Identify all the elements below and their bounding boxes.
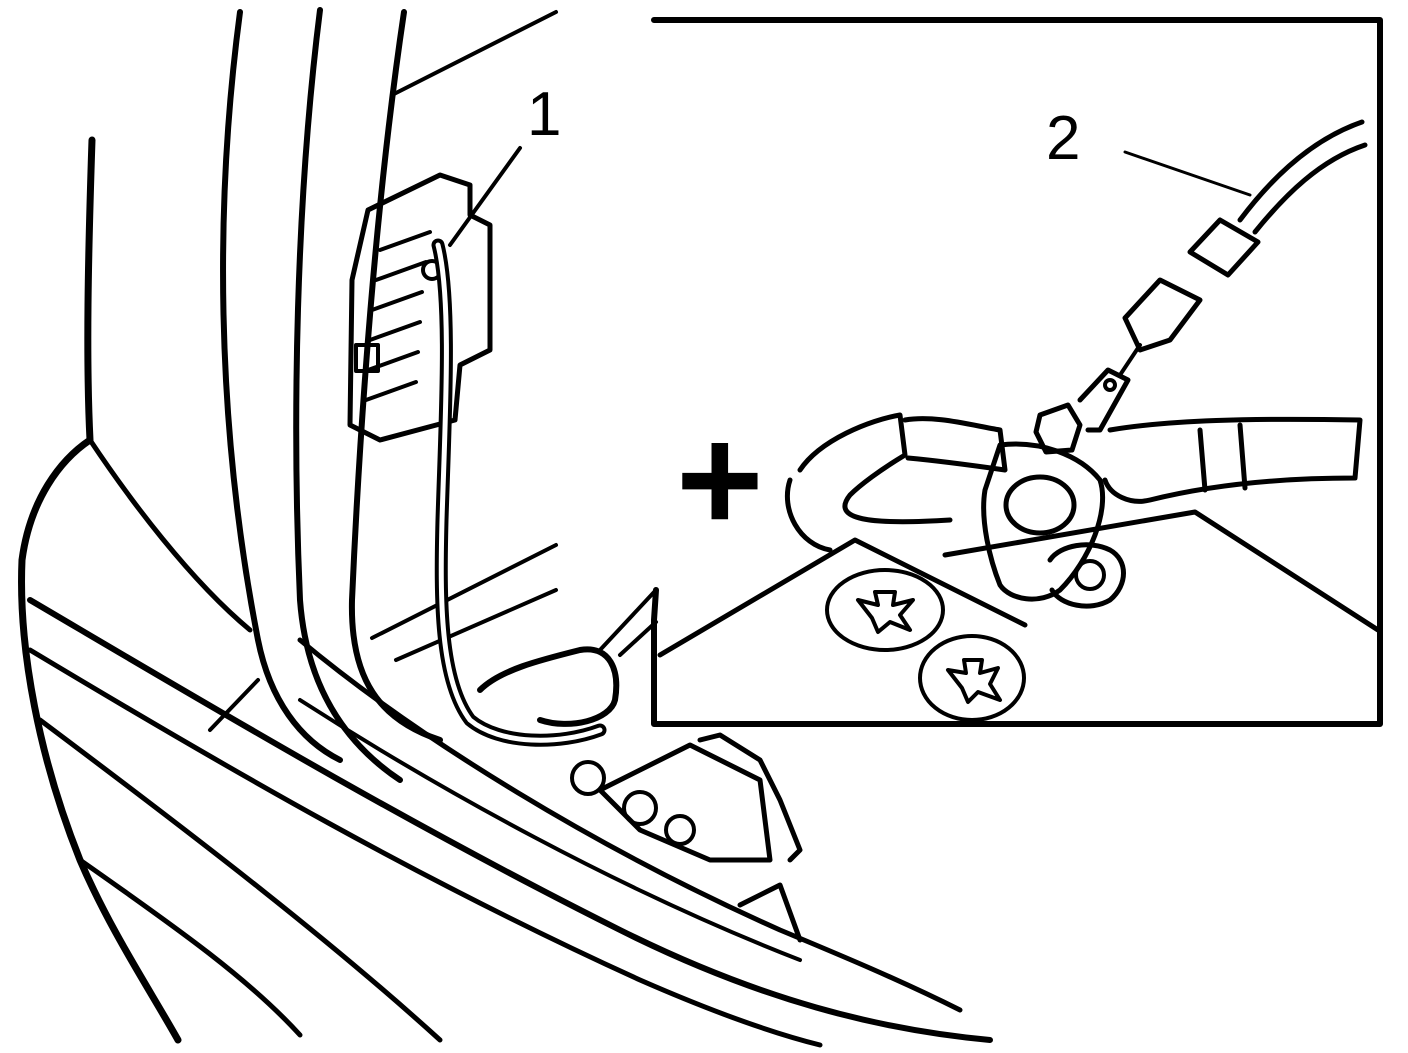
leader-line-2 xyxy=(1123,150,1252,197)
body-outer-edge xyxy=(18,136,182,1044)
sill-band-2 xyxy=(27,647,823,1048)
battery-small-bracket xyxy=(737,882,803,943)
sensor-wire-1 xyxy=(1237,119,1365,223)
sill-band-3 xyxy=(37,717,443,1043)
relay-box xyxy=(347,172,493,443)
zoom-pointer xyxy=(598,588,658,657)
main-cable-left-end xyxy=(784,477,833,553)
small-lug-hole xyxy=(1103,378,1117,392)
battery-top-edge-right xyxy=(942,509,1381,633)
terminal-nut xyxy=(1033,402,1083,455)
floor-rear-line-1 xyxy=(370,543,558,640)
battery-small-clamp xyxy=(697,732,803,863)
battery-small-top xyxy=(597,742,773,863)
leader-line-1 xyxy=(448,146,522,247)
relay-box-fuse xyxy=(354,343,380,373)
cell-cap-large-1 xyxy=(825,568,945,652)
body-crease xyxy=(87,437,253,633)
clamp-bolt-housing xyxy=(1047,542,1126,609)
main-cable-sleeve-left xyxy=(902,416,1008,473)
cell-cap-cross-2 xyxy=(946,658,1002,704)
roof-line xyxy=(390,10,558,97)
clamp-body xyxy=(981,441,1106,602)
cell-cap-large-2 xyxy=(918,634,1026,722)
vehicle-body xyxy=(18,7,993,1048)
cable-inner xyxy=(435,242,603,743)
cell-cap-2 xyxy=(622,790,658,826)
cell-cap-cross-1 xyxy=(856,590,915,634)
clamp-post-hole xyxy=(1003,474,1077,536)
sill-band-1 xyxy=(27,597,993,1043)
pillar-line-1 xyxy=(220,9,343,763)
main-cable-left xyxy=(797,412,953,525)
battery-small xyxy=(477,588,803,943)
pillar-line-2 xyxy=(293,7,403,783)
floor-rear-line-2 xyxy=(394,588,558,662)
clamp-bolt-head xyxy=(1074,559,1106,591)
positive-terminal-symbol: + xyxy=(676,395,764,563)
main-cable-right xyxy=(1102,416,1363,504)
sill-band-4 xyxy=(77,857,303,1038)
callout-2: 2 xyxy=(1046,104,1081,173)
main-cable-right-sleeve xyxy=(1197,422,1248,493)
floor-edge-2 xyxy=(298,698,802,962)
connector-housing-2 xyxy=(1187,217,1261,278)
sensor-wire-2 xyxy=(1252,142,1368,235)
cell-cap-1 xyxy=(570,760,606,796)
battery-cable xyxy=(431,146,607,747)
pillar-line-3 xyxy=(348,9,443,743)
battery-top-edge-left xyxy=(657,537,1028,658)
connector-housing-1 xyxy=(1122,277,1203,353)
floor-edge-1 xyxy=(297,637,963,1013)
cell-cap-3 xyxy=(664,814,696,846)
detail-inset xyxy=(651,17,1383,727)
terminal-small xyxy=(477,646,620,727)
connector-pin xyxy=(1118,343,1142,377)
callout-1: 1 xyxy=(527,80,562,149)
relay-box-slots xyxy=(364,230,432,402)
relay-box-outline xyxy=(347,172,493,443)
body-tick xyxy=(208,678,260,732)
small-lug xyxy=(1077,367,1131,433)
inset-frame xyxy=(651,17,1383,727)
